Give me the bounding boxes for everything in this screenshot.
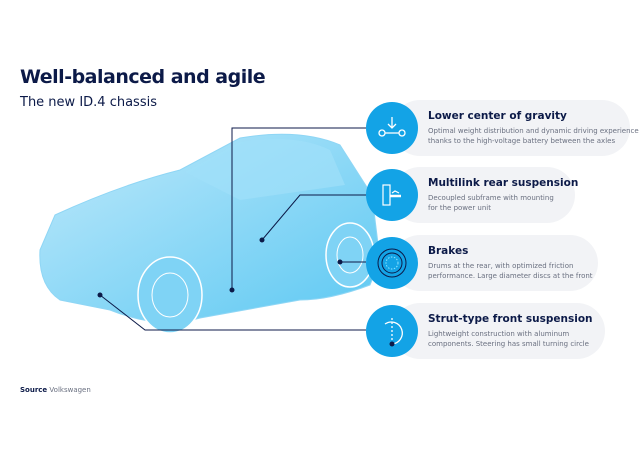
feature-title: Multilink rear suspension [428,177,579,189]
feature-card-front-suspension [392,303,605,359]
page-subtitle: The new ID.4 chassis [20,95,157,110]
feature-title: Lower center of gravity [428,110,567,122]
brake-icon [366,237,418,289]
front-wheel [137,256,203,334]
feature-card-center-of-gravity [392,100,630,156]
feature-card-brakes [392,235,598,291]
rear-wheel [325,222,375,288]
source-credit: Source Volkswagen [20,386,91,394]
center-of-gravity-icon [366,102,418,154]
feature-description: Drums at the rear, with optimized fricti… [428,262,593,280]
page-title: Well-balanced and agile [20,66,266,88]
feature-description: Optimal weight distribution and dynamic … [428,127,639,145]
car-windows [185,138,345,200]
feature-title: Strut-type front suspension [428,313,593,325]
feature-card-rear-suspension [392,167,575,223]
steering-icon [366,305,418,357]
callout-lines [99,127,366,331]
rear-suspension-icon [366,169,418,221]
feature-title: Brakes [428,245,469,257]
